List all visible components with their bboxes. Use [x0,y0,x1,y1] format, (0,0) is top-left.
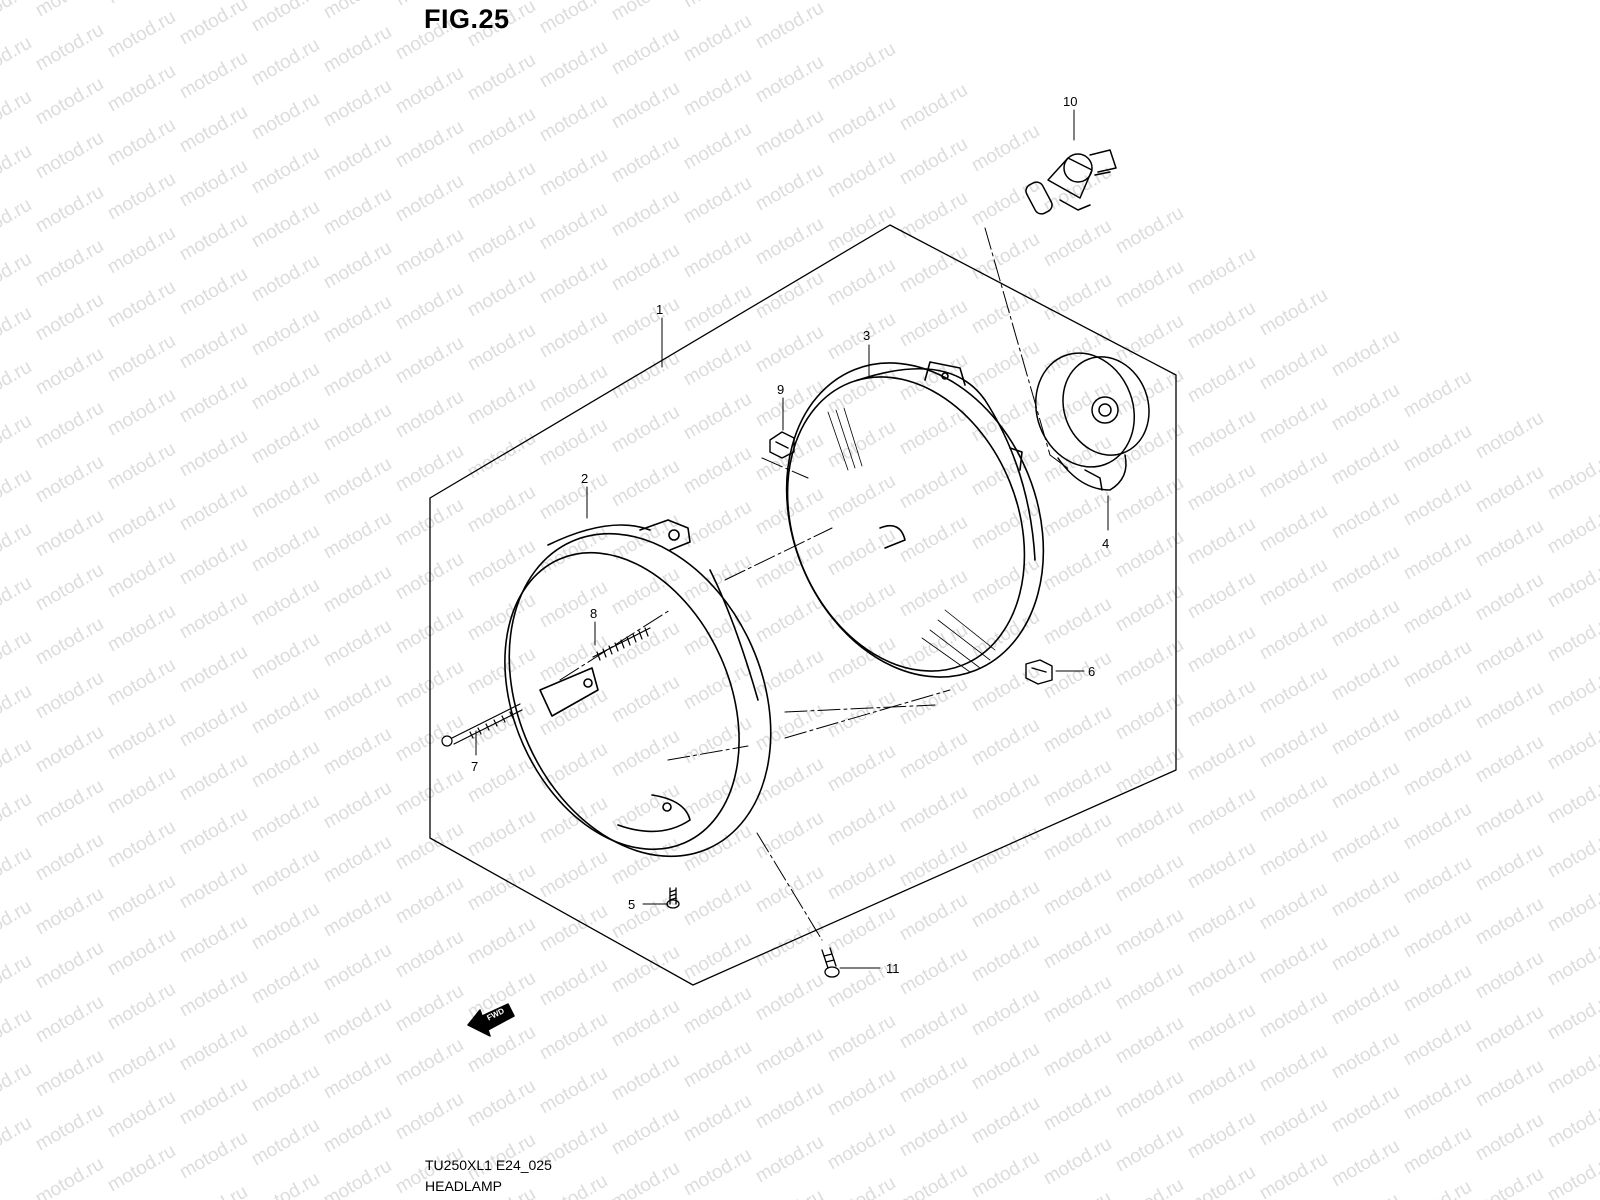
adjust-screw [441,703,523,747]
callout-2: 2 [581,471,588,486]
assembly-outline [429,224,1177,986]
callout-4: 4 [1102,536,1109,551]
spring [592,627,651,661]
headlamp-bulb [1025,149,1117,215]
callout-8: 8 [590,606,597,621]
callout-3: 3 [863,328,870,343]
callout-7: 7 [471,759,478,774]
callout-10: 10 [1063,94,1077,109]
callout-9: 9 [777,382,784,397]
callout-5: 5 [628,897,635,912]
clip-nut-6 [1025,659,1053,685]
diagram-code: TU250XL1 E24_025 [425,1157,552,1173]
bulb-socket [1034,352,1150,491]
callout-6: 6 [1088,664,1095,679]
clip-nut-9 [769,431,795,459]
screw-5 [666,887,680,909]
fwd-arrow [467,1003,515,1037]
callout-labels: 1 2 3 4 5 6 7 8 9 10 11 FWD [471,94,1109,1023]
alignment-lines [559,227,1071,941]
bolt-11 [821,947,840,978]
callout-1: 1 [656,302,663,317]
headlamp-housing [504,519,772,858]
diagram-name: HEADLAMP [425,1178,503,1194]
figure-title: FIG.25 [424,4,510,34]
callout-11: 11 [886,961,900,976]
headlamp-lens-unit [785,361,1045,678]
